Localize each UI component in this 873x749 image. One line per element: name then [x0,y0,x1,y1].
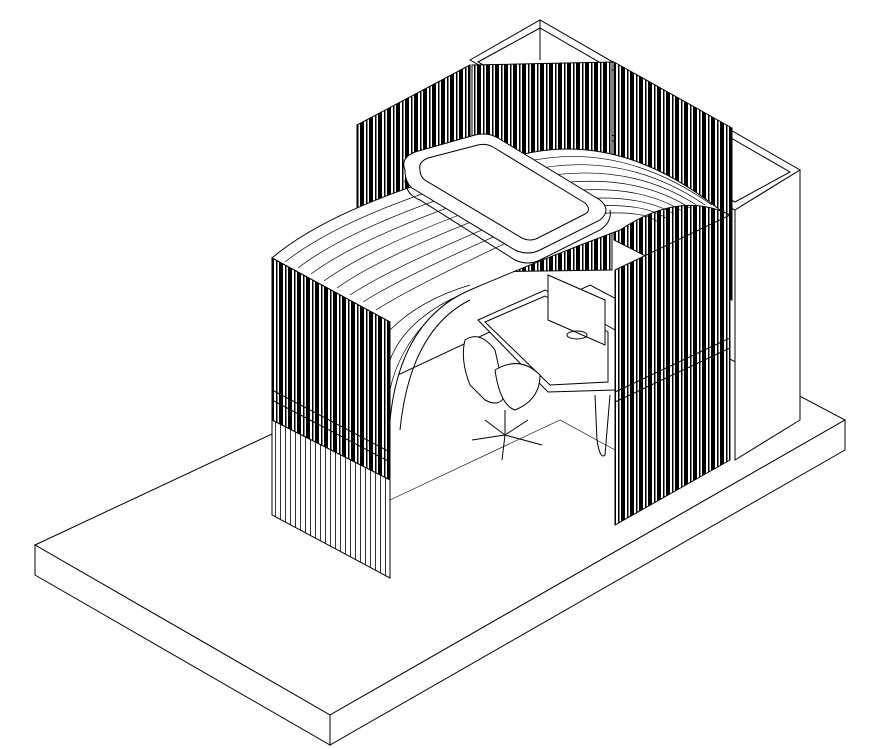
front-right-slat-panel [614,214,731,526]
front-left-slat-panel [271,257,391,579]
ceiling-light-tray [403,133,611,264]
monitor [547,274,606,346]
office-chair [462,336,543,461]
